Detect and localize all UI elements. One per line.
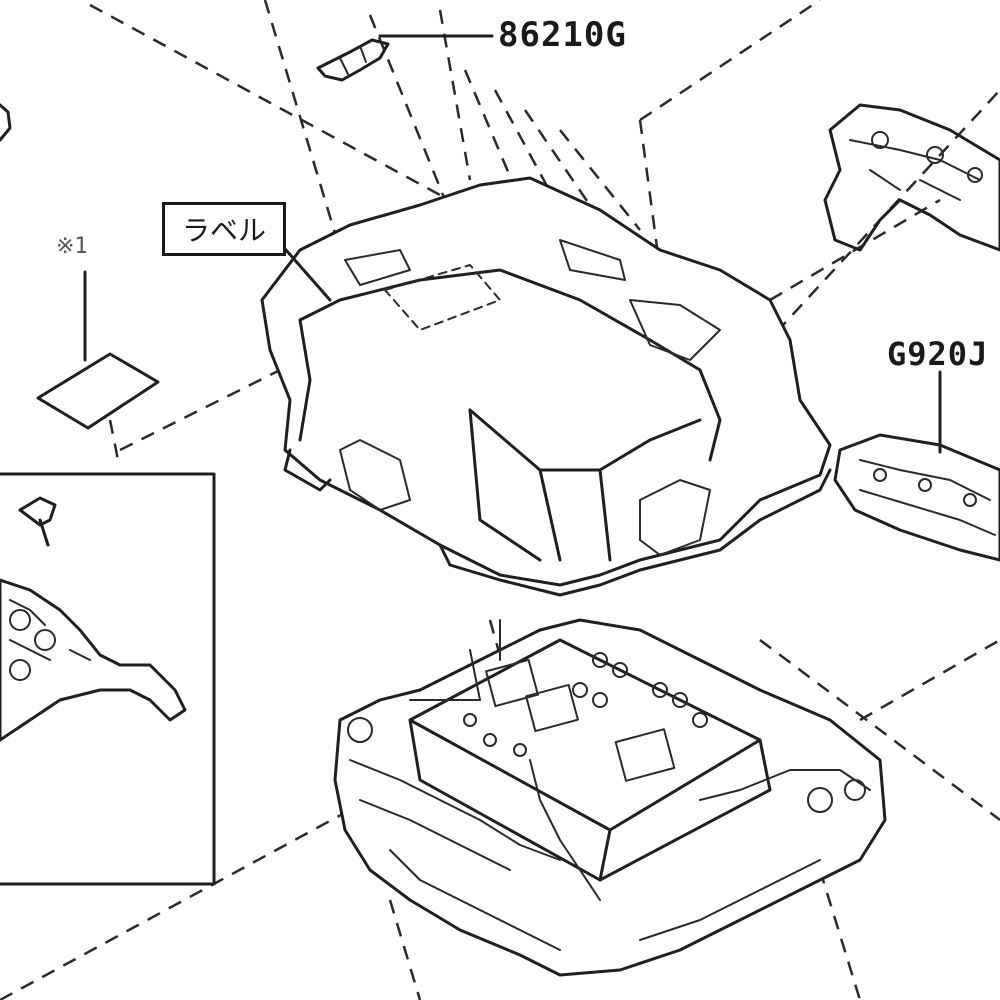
label-callout-box: ラベル — [162, 202, 286, 256]
part-number-86210g: 86210G — [498, 15, 627, 55]
lower-circuit-assembly — [333, 618, 887, 977]
label-pointer — [284, 248, 332, 302]
g920j-part — [833, 370, 1000, 562]
note-marker-1: ※1 — [56, 234, 88, 259]
clip-bracket-part — [316, 34, 494, 82]
right-upper-bracket — [823, 103, 1000, 252]
inverter-cover — [260, 176, 832, 597]
detail-inset-box — [0, 472, 216, 886]
sheet-part — [36, 270, 160, 430]
part-number-g920j: G920J — [887, 335, 989, 373]
edge-part-top-left — [0, 103, 12, 142]
